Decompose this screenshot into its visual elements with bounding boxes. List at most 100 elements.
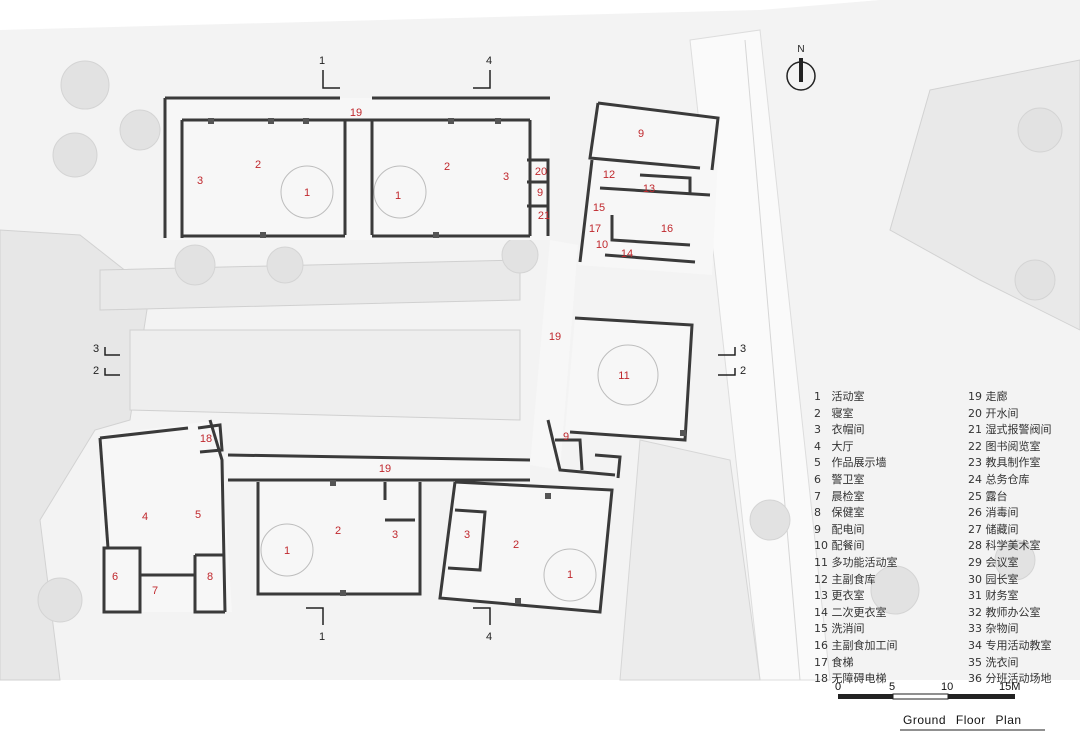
room-tag: 19 <box>549 331 561 343</box>
wall <box>597 101 720 171</box>
hall-floor <box>565 318 690 440</box>
column <box>260 232 266 238</box>
room-tag: 9 <box>638 128 644 140</box>
activity-circles <box>260 165 659 602</box>
room-tag: 4 <box>142 511 148 523</box>
legend-item-number: 12 <box>814 572 828 586</box>
legend-item-number: 28 <box>968 539 982 553</box>
legend-item-number: 9 <box>814 522 821 536</box>
legend-item: 15 洗消间 <box>814 621 898 638</box>
wall <box>604 215 696 264</box>
tree <box>266 246 304 284</box>
legend-item-number: 26 <box>968 506 982 520</box>
legend-item-name: 寝室 <box>831 406 854 420</box>
plan-caption: Ground Floor Plan <box>903 713 1022 727</box>
legend-item: 3 衣帽间 <box>814 422 898 439</box>
legend-item: 22 图书阅览室 <box>968 439 1052 456</box>
room-tag: 1 <box>395 190 401 202</box>
room-tag: 3 <box>392 529 398 541</box>
tree <box>501 236 539 274</box>
legend-item: 28 科学美术室 <box>968 538 1052 555</box>
wall <box>99 419 227 613</box>
legend-item-number: 21 <box>968 423 982 437</box>
legend-item-name: 露台 <box>985 489 1008 503</box>
road <box>689 29 831 681</box>
legend-item-name: 财务室 <box>985 589 1019 603</box>
wall <box>578 159 711 263</box>
room-tag: 14 <box>621 248 633 260</box>
scale-label: 5 <box>889 681 895 693</box>
legend-item-number: 23 <box>968 456 982 470</box>
wall <box>227 453 531 482</box>
tree <box>749 499 791 541</box>
legend-item-name: 晨检室 <box>831 489 865 503</box>
legend-item: 21 湿式报警阀间 <box>968 422 1052 439</box>
tree <box>1014 259 1056 301</box>
room-tag: 5 <box>195 509 201 521</box>
southeast-wing-floor <box>440 480 610 612</box>
legend-item: 6 警卫室 <box>814 472 898 489</box>
section-label-3: 3 <box>740 343 746 355</box>
room-tags: 19 2 3 1 2 1 3 20 9 21 9 12 13 15 17 16 … <box>112 107 673 597</box>
play-circle <box>543 548 597 602</box>
column <box>515 598 521 604</box>
room-tag: 3 <box>197 175 203 187</box>
legend-item-number: 7 <box>814 489 821 503</box>
road-line <box>744 39 801 681</box>
legend-item: 17 食梯 <box>814 655 898 672</box>
legend-item-name: 分班活动场地 <box>985 672 1052 686</box>
legend-item-number: 27 <box>968 522 982 536</box>
wall <box>163 98 184 238</box>
column <box>680 430 686 436</box>
scale-bar <box>838 693 1015 700</box>
legend-item-name: 消毒间 <box>985 506 1019 520</box>
wall <box>569 316 694 442</box>
legend-item-number: 8 <box>814 506 821 520</box>
legend-item-name: 洗消间 <box>831 622 865 636</box>
building-footprint <box>100 98 720 612</box>
room-tag: 16 <box>661 223 673 235</box>
wall <box>546 419 622 479</box>
room-tag: 8 <box>207 571 213 583</box>
north-arrow: N <box>786 44 816 91</box>
tree <box>37 577 83 623</box>
room-tag: 2 <box>444 161 450 173</box>
wall <box>447 508 487 572</box>
room-tag: 9 <box>563 431 569 443</box>
legend-item: 36 分班活动场地 <box>968 671 1052 688</box>
legend-item-number: 35 <box>968 655 982 669</box>
legend-item-name: 走廊 <box>985 390 1008 403</box>
wall <box>102 546 142 614</box>
room-tag: 12 <box>603 169 615 181</box>
legend-item: 34 专用活动教室 <box>968 638 1052 655</box>
legend-item-number: 16 <box>814 638 828 652</box>
room-tag: 1 <box>304 187 310 199</box>
legend-item: 26 消毒间 <box>968 505 1052 522</box>
legend-item-name: 食梯 <box>831 655 854 669</box>
legend-item-number: 10 <box>814 539 828 553</box>
legend-item-number: 31 <box>968 589 982 603</box>
section-marker-line <box>718 368 736 376</box>
legend-item-name: 教师办公室 <box>985 605 1041 619</box>
column <box>303 118 309 124</box>
legend-item-number: 1 <box>814 390 821 403</box>
legend-item-number: 17 <box>814 655 828 669</box>
legend-item-name: 科学美术室 <box>985 539 1041 553</box>
legend-item-number: 29 <box>968 555 982 569</box>
legend-item-name: 主副食库 <box>831 572 876 586</box>
legend-item-name: 湿式报警阀间 <box>985 423 1052 437</box>
legend-item-number: 14 <box>814 605 828 619</box>
wall <box>527 158 550 236</box>
tree <box>870 565 920 615</box>
legend-item: 35 洗衣间 <box>968 655 1052 672</box>
legend-item-name: 主副食加工间 <box>831 638 898 652</box>
column <box>433 232 439 238</box>
legend-item-number: 33 <box>968 622 982 636</box>
southwest-wing-floor <box>100 420 232 612</box>
trees <box>37 60 1063 623</box>
section-label-1: 1 <box>319 631 325 643</box>
tree <box>994 539 1036 581</box>
legend-item: 1 活动室 <box>814 389 898 406</box>
